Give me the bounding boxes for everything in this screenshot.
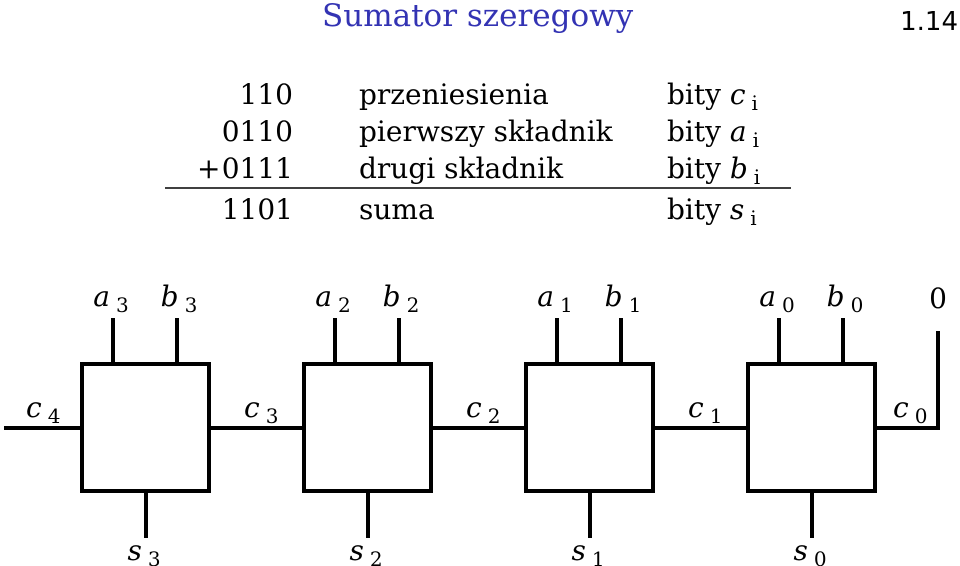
binary-number: 110 xyxy=(240,78,293,111)
binary-number: 0110 xyxy=(222,115,293,148)
row-description: suma xyxy=(359,193,435,226)
carry-in-value: 0 xyxy=(929,282,947,315)
row-description: przeniesienia xyxy=(359,78,549,111)
full-adder-block xyxy=(80,362,211,493)
plus-sign: + xyxy=(197,152,220,185)
full-adder-block xyxy=(746,362,877,493)
binary-number: 0111 xyxy=(222,152,293,185)
row-description: pierwszy składnik xyxy=(359,115,614,148)
binary-number: 1101 xyxy=(222,193,293,226)
carry-in-wire xyxy=(875,331,940,430)
slide-title: Sumator szeregowy xyxy=(322,0,634,34)
row-description: drugi składnik xyxy=(359,152,564,185)
full-adder-block xyxy=(524,362,655,493)
full-adder-block xyxy=(302,362,433,493)
page-number: 1.14 xyxy=(900,7,958,37)
